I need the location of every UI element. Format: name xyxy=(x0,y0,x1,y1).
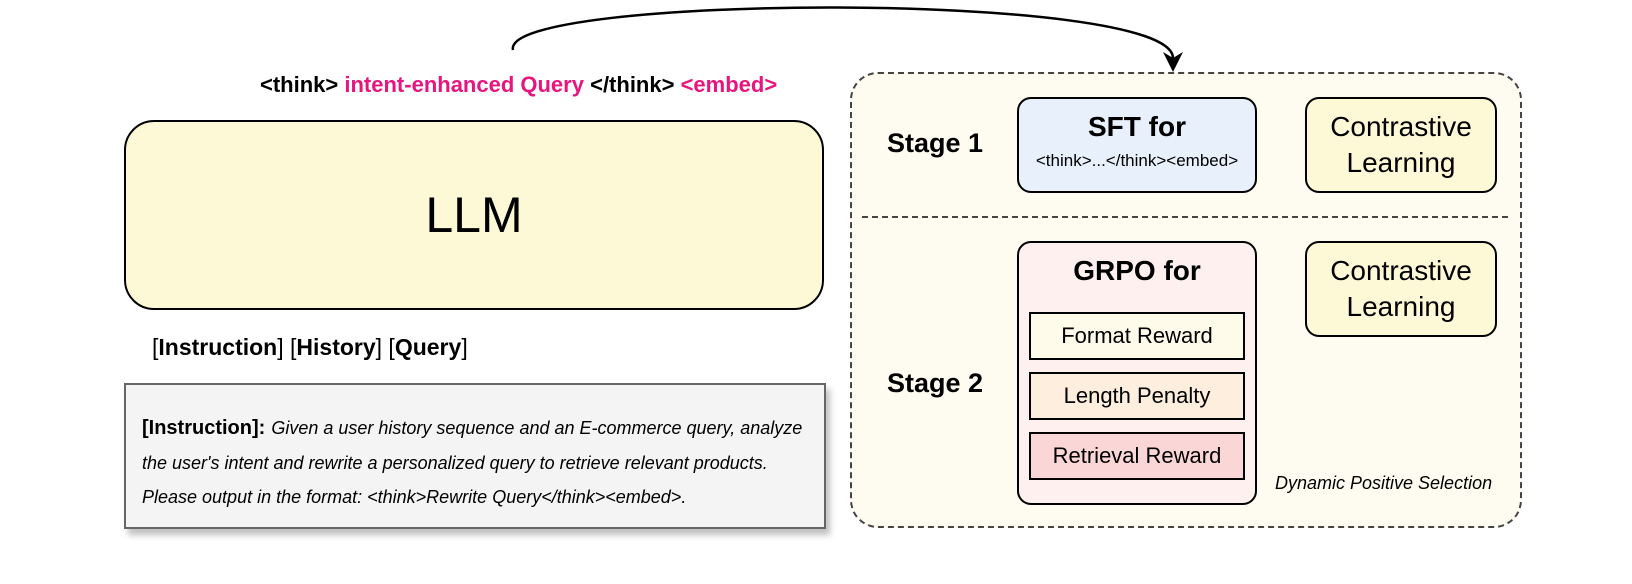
grpo-title: GRPO for xyxy=(1073,255,1201,286)
dynamic-positive-selection-label: Dynamic Positive Selection xyxy=(1275,473,1493,493)
input-query: Query xyxy=(394,334,462,360)
intent-query-token: intent-enhanced Query xyxy=(344,72,584,97)
contrastive-learning-box-stage2: Contrastive Learning xyxy=(1305,241,1497,337)
embed-token: <embed> xyxy=(680,72,778,97)
sft-box: SFT for <think>...</think><embed> xyxy=(1017,97,1257,193)
llm-label: LLM xyxy=(425,187,523,243)
contrastive-learning-label: Contrastive Learning xyxy=(1330,255,1472,322)
retrieval-reward-label: Retrieval Reward xyxy=(1052,443,1222,468)
contrastive-learning-label: Contrastive Learning xyxy=(1330,111,1472,178)
stage-divider xyxy=(862,216,1508,218)
instruction-box: [Instruction]:Given a user history seque… xyxy=(124,383,826,529)
stage-2-label: Stage 2 xyxy=(887,368,984,398)
format-reward-label: Format Reward xyxy=(1061,323,1213,348)
llm-box: LLM xyxy=(124,120,824,310)
length-penalty-label: Length Penalty xyxy=(1063,383,1211,408)
input-instruction: Instruction xyxy=(158,334,278,360)
format-reward-box: Format Reward xyxy=(1029,312,1245,360)
llm-input-line: [Instruction] [History] [Query] xyxy=(152,334,468,360)
curved-arrow xyxy=(511,6,1175,59)
length-penalty-box: Length Penalty xyxy=(1029,372,1245,420)
llm-output-line: <think> intent-enhanced Query </think> <… xyxy=(260,72,777,98)
curved-arrowhead xyxy=(1163,52,1183,72)
contrastive-learning-box-stage1: Contrastive Learning xyxy=(1305,97,1497,193)
sft-format: <think>...</think><embed> xyxy=(1035,151,1239,170)
sft-title: SFT for xyxy=(1088,111,1186,142)
retrieval-reward-box: Retrieval Reward xyxy=(1029,432,1245,480)
instruction-text: Given a user history sequence and an E-c… xyxy=(142,418,803,507)
think-open-token: <think> xyxy=(260,72,339,97)
instruction-label: [Instruction]: xyxy=(142,417,266,439)
stage-1-label: Stage 1 xyxy=(887,128,984,158)
input-history: History xyxy=(296,334,376,360)
think-close-token: </think> xyxy=(590,72,675,97)
